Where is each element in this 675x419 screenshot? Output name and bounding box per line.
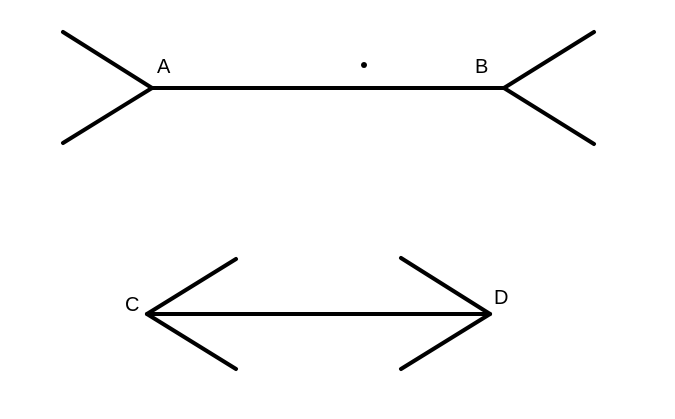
label-b: B [475,56,488,78]
fin-a-lower [61,86,154,145]
label-a: A [157,56,171,78]
label-c: C [125,294,139,316]
fin-b-lower [502,86,596,146]
arrow-d-upper [399,256,492,316]
label-d: D [494,287,508,309]
figure-cd: C D [125,256,508,371]
figure-ab: A B [61,30,596,146]
midpoint-dot [361,62,367,68]
arrow-c-upper [145,257,238,316]
arrow-c-lower [145,312,238,371]
fin-a-upper [61,30,154,90]
fin-b-upper [502,30,596,90]
arrow-d-lower [399,312,492,371]
